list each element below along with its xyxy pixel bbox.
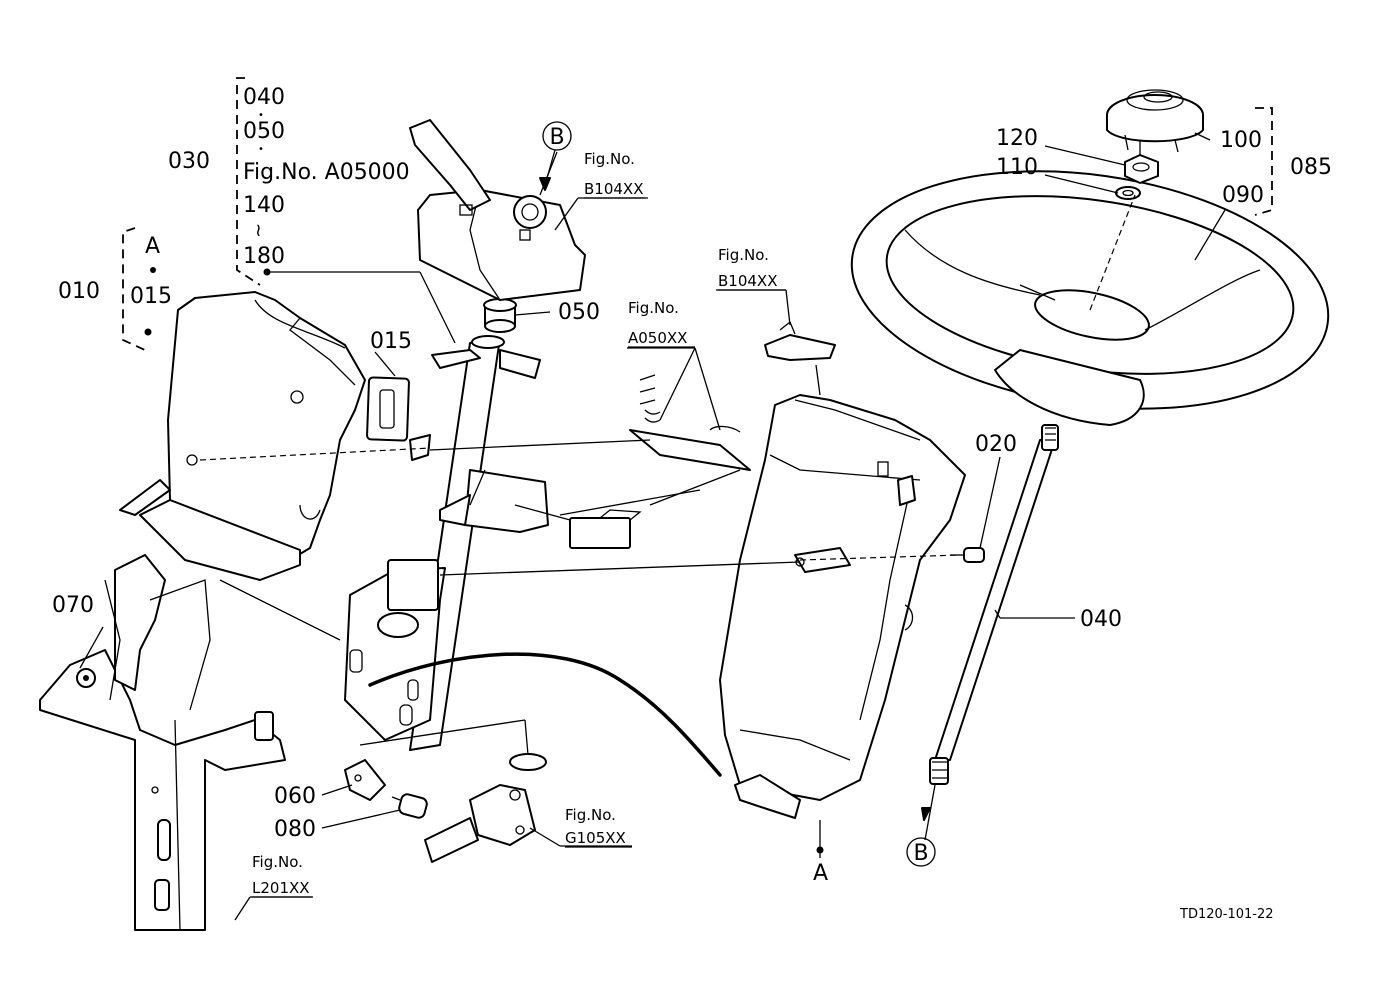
lower-frame: [39, 554, 286, 931]
callout-labels: 040 • 050 • Fig.No. A05000 140 ≀ 180 030…: [52, 85, 1332, 922]
marker-b-bottom: B: [906, 807, 936, 867]
label-a-bottom: A: [813, 861, 828, 886]
dot-015-group: [150, 267, 156, 273]
nut-120: [1124, 154, 1159, 184]
svg-text:B: B: [549, 125, 564, 150]
column-cover-left: [119, 291, 366, 581]
label-100: 100: [1220, 128, 1262, 153]
label-tilde: ≀: [255, 220, 262, 241]
label-bullet-1: •: [258, 110, 264, 121]
fig-ref-underlines: [252, 197, 786, 898]
label-120: 120: [996, 126, 1038, 151]
label-010: 010: [58, 279, 100, 304]
label-fig-no-a050xx: Fig.No.: [628, 299, 679, 317]
label-070: 070: [52, 593, 94, 618]
dot-column-leader: [263, 268, 271, 276]
group-brackets: [122, 77, 1273, 351]
marker-b-top: B: [539, 121, 572, 191]
label-b104xx-top: B104XX: [584, 180, 643, 198]
label-l201xx: L201XX: [252, 879, 310, 897]
dot-a-bottom: [816, 846, 824, 854]
column-cover-right: [719, 394, 966, 819]
drawing-code: TD120-101-22: [1179, 907, 1274, 922]
universal-joint: [424, 753, 547, 863]
label-fig-no-b104xx-mid: Fig.No.: [718, 246, 769, 264]
label-050: 050: [558, 300, 600, 325]
label-060: 060: [274, 784, 316, 809]
label-015: 015: [370, 329, 412, 354]
label-a050xx: A050XX: [628, 329, 687, 347]
holder-b104xx: [764, 320, 836, 361]
label-030: 030: [168, 149, 210, 174]
steering-wheel: [850, 170, 1330, 426]
pad-015: [366, 376, 410, 442]
label-015-group: 015: [130, 284, 172, 309]
label-fig-no-g105xx: Fig.No.: [565, 806, 616, 824]
clip-060: [344, 759, 386, 801]
switch-bracket: [569, 374, 751, 549]
label-080: 080: [274, 817, 316, 842]
svg-text:B: B: [913, 841, 928, 866]
steering-shaft: [929, 424, 1059, 785]
label-085: 085: [1290, 155, 1332, 180]
label-040-group: 040: [243, 85, 285, 110]
label-140: 140: [243, 193, 285, 218]
label-020: 020: [975, 432, 1017, 457]
horn-cap: [1106, 89, 1204, 155]
dot-a-left: [144, 328, 152, 336]
washer-110: [1115, 186, 1141, 200]
label-fig-no-b104xx-top: Fig.No.: [584, 150, 635, 168]
dashed-lines: [199, 194, 1136, 756]
bolt-080: [391, 793, 428, 819]
steering-column: [344, 335, 549, 751]
label-050-group: 050: [243, 119, 285, 144]
label-bullet-2: •: [258, 144, 264, 155]
label-fig-no-l201xx: Fig.No.: [252, 853, 303, 871]
cable: [368, 652, 722, 777]
label-a-group: A: [145, 234, 160, 259]
label-040: 040: [1080, 607, 1122, 632]
combination-switch: [409, 119, 586, 301]
label-b104xx-mid: B104XX: [718, 272, 777, 290]
label-180: 180: [243, 244, 285, 269]
label-g105xx: G105XX: [565, 829, 626, 847]
bushing-050: [483, 298, 517, 333]
label-090: 090: [1222, 183, 1264, 208]
label-fig-a05000: Fig.No. A05000: [243, 160, 410, 185]
label-110: 110: [996, 155, 1038, 180]
